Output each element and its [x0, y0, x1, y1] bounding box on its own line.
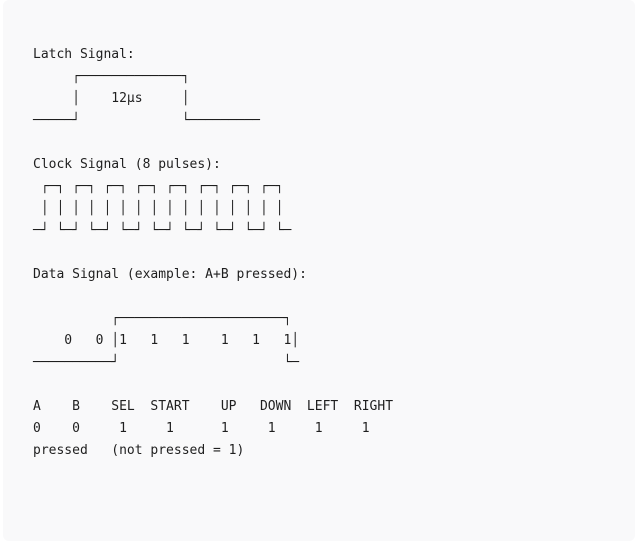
clock-pulses-middle: │ │ │ │ │ │ │ │ │ │ │ │ │ │ │ │ — [33, 201, 284, 216]
code-block: Latch Signal: ┌─────────────┐ │ 12μs │ ─… — [3, 0, 635, 541]
data-signal-bits: 0 0 │1 1 1 1 1 1│ — [33, 333, 300, 348]
button-values-row: 0 0 1 1 1 1 1 1 — [33, 421, 370, 436]
signal-timing-diagram: Latch Signal: ┌─────────────┐ │ 12μs │ ─… — [33, 44, 635, 462]
latch-pulse-top: ┌─────────────┐ — [33, 69, 190, 84]
latch-pulse-duration: │ 12μs │ — [33, 91, 190, 106]
button-names-row: A B SEL START UP DOWN LEFT RIGHT — [33, 399, 394, 414]
data-signal-baseline: ──────────┘ └─ — [33, 355, 300, 370]
data-signal-top: ┌─────────────────────┐ — [33, 311, 292, 326]
data-signal-heading: Data Signal (example: A+B pressed): — [33, 267, 307, 282]
latch-pulse-baseline: ─────┘ └───────── — [33, 113, 260, 128]
clock-signal-heading: Clock Signal (8 pulses): — [33, 157, 221, 172]
clock-pulses-baseline: ─┘ └─┘ └─┘ └─┘ └─┘ └─┘ └─┘ └─┘ └─ — [33, 223, 292, 238]
latch-signal-heading: Latch Signal: — [33, 47, 135, 62]
legend-row: pressed (not pressed = 1) — [33, 443, 245, 458]
clock-pulses-top: ┌─┐ ┌─┐ ┌─┐ ┌─┐ ┌─┐ ┌─┐ ┌─┐ ┌─┐ — [33, 179, 284, 194]
